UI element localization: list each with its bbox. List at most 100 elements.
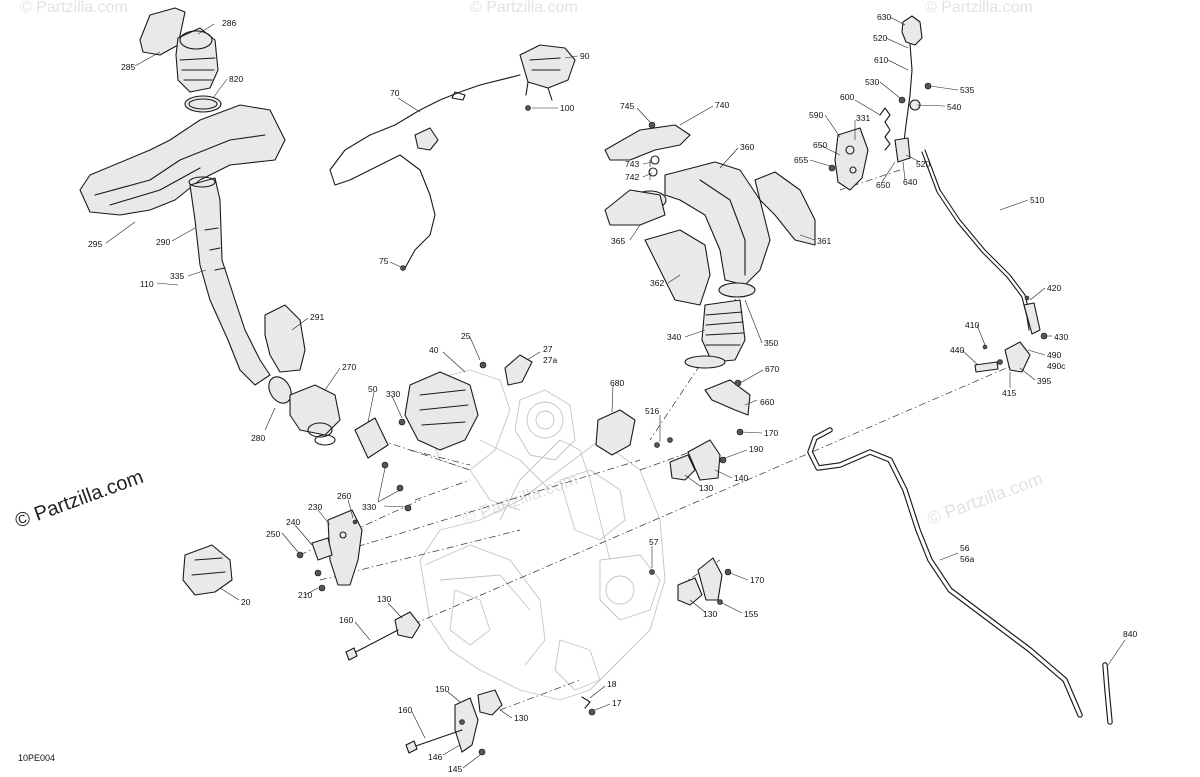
- spring-600: [879, 107, 891, 151]
- intake-cap: [139, 7, 186, 56]
- hose-27: [504, 354, 533, 386]
- shield-361: [754, 171, 816, 246]
- callout-630: 630: [877, 12, 891, 22]
- callout-440: 440: [950, 345, 964, 355]
- knob-630: [901, 15, 923, 46]
- callout-331: 331: [856, 113, 870, 123]
- callout-520b: 520: [916, 159, 930, 169]
- callout-350: 350: [764, 338, 778, 348]
- clamp-280: [268, 376, 292, 404]
- callout-130d: 130: [514, 713, 528, 723]
- callout-745: 745: [620, 101, 634, 111]
- mount-130c: [394, 611, 421, 639]
- callout-395: 395: [1037, 376, 1051, 386]
- callout-640: 640: [903, 177, 917, 187]
- callout-600: 600: [840, 92, 854, 102]
- clamp-350a: [718, 282, 756, 298]
- callout-516: 516: [645, 406, 659, 416]
- intake-duct-290: [189, 177, 271, 386]
- watermark-right: © Partzilla.com: [925, 468, 1046, 528]
- callout-420: 420: [1047, 283, 1061, 293]
- mount-130d: [477, 689, 503, 716]
- callout-250: 250: [266, 529, 280, 539]
- callout-27: 27: [543, 344, 553, 354]
- callout-340: 340: [667, 332, 681, 342]
- callout-330b: 330: [362, 502, 376, 512]
- callout-27a: 27a: [543, 355, 557, 365]
- callout-540: 540: [947, 102, 961, 112]
- callout-490c: 490c: [1047, 361, 1066, 371]
- callout-240: 240: [286, 517, 300, 527]
- callout-655: 655: [794, 155, 808, 165]
- watermark-center: © Partzilla.com: [460, 468, 581, 528]
- callout-820: 820: [229, 74, 243, 84]
- throttle-body-40: [404, 371, 479, 451]
- callout-70: 70: [390, 88, 400, 98]
- engine-mounting-hardware: [182, 354, 751, 756]
- callout-110: 110: [140, 279, 154, 289]
- bracket-140: [687, 439, 721, 481]
- bracket-660: [704, 379, 751, 416]
- coupler-270: [289, 384, 341, 436]
- callout-170a: 170: [764, 428, 778, 438]
- callout-160a: 160: [339, 615, 353, 625]
- bolt-100: [525, 105, 531, 111]
- pivot-640: [894, 137, 911, 163]
- air-intake-assembly: [79, 7, 341, 446]
- callout-230: 230: [308, 502, 322, 512]
- callout-57: 57: [649, 537, 659, 547]
- guard-20: [182, 544, 233, 596]
- duct-boot-291: [264, 304, 306, 373]
- callout-145: 145: [448, 764, 462, 774]
- bracket-590: [834, 127, 869, 191]
- callout-680: 680: [610, 378, 624, 388]
- partzilla-watermark: © Partzilla.com: [12, 466, 146, 533]
- callout-labels-main: 630 520 610 530 535 540 600 590 331 650 …: [88, 12, 1137, 774]
- shield-362: [644, 229, 711, 306]
- callout-330a: 330: [386, 389, 400, 399]
- callout-535: 535: [960, 85, 974, 95]
- callout-130a: 130: [699, 483, 713, 493]
- mount-240: [311, 537, 333, 561]
- callout-291: 291: [310, 312, 324, 322]
- lever-610: [902, 43, 913, 151]
- actuator-90: [519, 44, 576, 89]
- callout-190: 190: [749, 444, 763, 454]
- callout-130c: 130: [377, 594, 391, 604]
- clip-75: [400, 265, 406, 271]
- bracket-395: [1004, 341, 1031, 373]
- leader-lines: [105, 16, 1126, 769]
- bolt-160a: [349, 629, 399, 656]
- throttle-cable-assembly: [329, 44, 576, 271]
- callout-742: 742: [625, 172, 639, 182]
- callout-410: 410: [965, 320, 979, 330]
- bolt-160b: [409, 729, 463, 749]
- watermark-top-right: © Partzilla.com: [925, 0, 1033, 16]
- callout-530: 530: [865, 77, 879, 87]
- rod-end-420: [1023, 302, 1041, 335]
- callout-743: 743: [625, 159, 639, 169]
- callout-270: 270: [342, 362, 356, 372]
- callout-430: 430: [1054, 332, 1068, 342]
- heat-shield-295: [79, 104, 286, 216]
- callout-17: 17: [612, 698, 622, 708]
- callout-140: 140: [734, 473, 748, 483]
- callout-740: 740: [715, 100, 729, 110]
- callout-130b: 130: [703, 609, 717, 619]
- callout-160b: 160: [398, 705, 412, 715]
- callout-670: 670: [765, 364, 779, 374]
- callout-361: 361: [817, 236, 831, 246]
- callout-100: 100: [560, 103, 574, 113]
- clamp-350b: [684, 355, 726, 369]
- callout-150: 150: [435, 684, 449, 694]
- exhaust-air-duct-assembly: [604, 121, 816, 369]
- callout-840: 840: [1123, 629, 1137, 639]
- callout-335: 335: [170, 271, 184, 281]
- callout-260: 260: [337, 491, 351, 501]
- callout-360: 360: [740, 142, 754, 152]
- callout-50: 50: [368, 384, 378, 394]
- bracket-150: [454, 697, 479, 753]
- callout-415: 415: [1002, 388, 1016, 398]
- callout-20: 20: [241, 597, 251, 607]
- watermark-top-left: © Partzilla.com: [20, 0, 128, 16]
